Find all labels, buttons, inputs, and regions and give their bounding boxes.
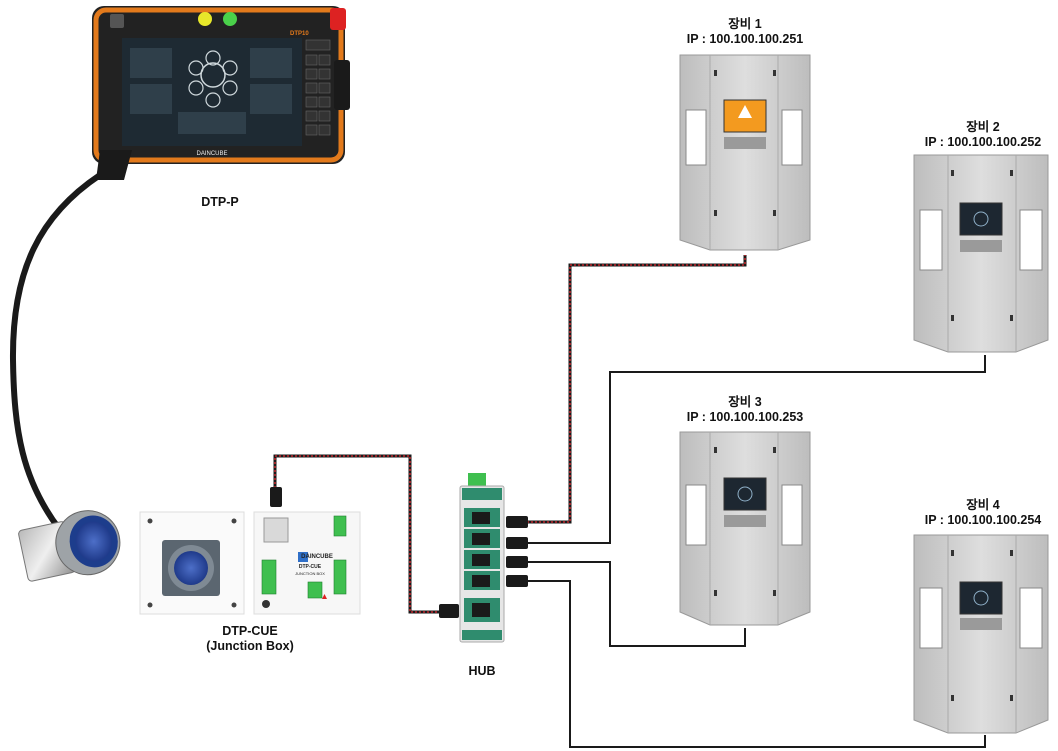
jb-model: DTP-CUE	[299, 564, 322, 570]
pendant-cable	[9, 172, 103, 533]
junction-box-sub: (Junction Box)	[206, 639, 294, 653]
equipment-4-ip: IP : 100.100.100.254	[924, 513, 1042, 527]
hub-eq2-cable	[527, 355, 986, 544]
jb-logo: DAINCUBE	[301, 554, 333, 560]
pendant-model: DTP10	[290, 31, 309, 37]
equipment-1-cabinet	[679, 54, 811, 251]
equipment-4-cabinet	[913, 534, 1049, 734]
round-connector	[18, 510, 121, 582]
equipment-3-label: 장비 3 IP : 100.100.100.253	[665, 395, 825, 425]
ethernet-hub	[459, 473, 505, 643]
equipment-4-label: 장비 4 IP : 100.100.100.254	[903, 498, 1058, 528]
junction-box-name: DTP-CUE	[222, 624, 278, 638]
rj45-plug	[506, 537, 528, 549]
equipment-2-cabinet	[913, 154, 1049, 353]
dtp-p-pendant: DTP10 DAINCUBE	[92, 6, 350, 180]
junction-box-label: DTP-CUE (Junction Box)	[190, 624, 310, 654]
equipment-3-name: 장비 3	[728, 395, 762, 409]
pendant-brand: DAINCUBE	[196, 151, 227, 157]
jb-type: JUNCTION BOX	[295, 571, 325, 576]
hub-label: HUB	[468, 664, 496, 678]
hub-eq3-cable	[527, 561, 746, 647]
rj45-plug	[270, 487, 282, 507]
equipment-3-ip: IP : 100.100.100.253	[686, 410, 804, 424]
equipment-2-name: 장비 2	[966, 120, 1000, 134]
equipment-1-label: 장비 1 IP : 100.100.100.251	[665, 17, 825, 47]
junction-box: DAINCUBE DTP-CUE JUNCTION BOX	[139, 511, 361, 615]
equipment-4-name: 장비 4	[966, 498, 1000, 512]
equipment-1-ip: IP : 100.100.100.251	[686, 32, 804, 46]
equipment-2-label: 장비 2 IP : 100.100.100.252	[903, 120, 1058, 150]
equipment-2-ip: IP : 100.100.100.252	[924, 135, 1042, 149]
hub-eq4-cable	[527, 580, 986, 748]
rj45-plug	[506, 556, 528, 568]
equipment-3-cabinet	[679, 431, 811, 626]
power-icon	[110, 14, 124, 28]
rj45-plug	[506, 516, 528, 528]
dtp-p-label: DTP-P	[201, 195, 239, 209]
equipment-1-name: 장비 1	[728, 17, 762, 31]
rj45-plug	[506, 575, 528, 587]
rj45-plug	[439, 604, 459, 618]
